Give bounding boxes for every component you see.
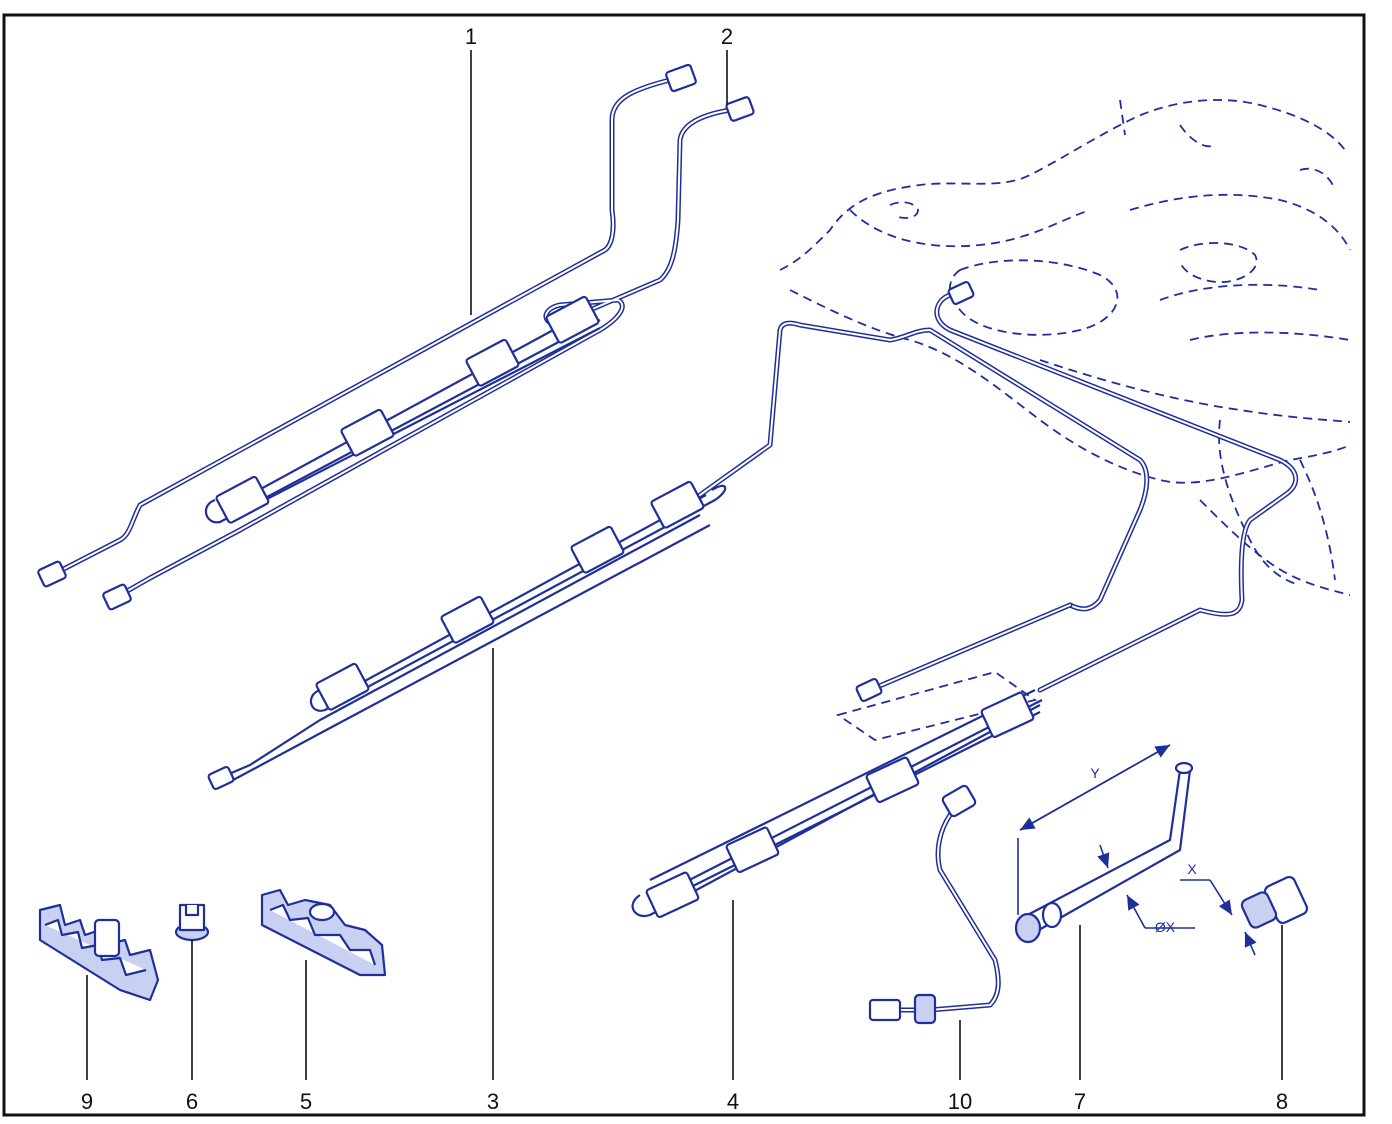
item-6-grommet: [174, 903, 210, 942]
fuel-tank-outline: [779, 99, 1351, 596]
item-9-clip: [38, 903, 160, 1002]
callout-6: 6: [186, 1089, 198, 1114]
item-2-pipe-set: [102, 96, 755, 611]
callout-3: 3: [487, 1089, 499, 1114]
diagram-frame: [2, 13, 1366, 1117]
item-7-tube: [1014, 744, 1195, 944]
item-4-pipe-set: [631, 280, 1299, 919]
callout-10: 10: [948, 1089, 972, 1114]
leader-lines: [86, 50, 1283, 1080]
callout-2: 2: [721, 24, 733, 49]
dimension-x-label: X: [1187, 861, 1197, 877]
callout-4: 4: [727, 1089, 739, 1114]
item-3-pipe-set: [207, 320, 1150, 791]
dimension-diameter-label: ØX: [1155, 919, 1176, 935]
dimension-y-label: Y: [1090, 765, 1100, 781]
item-5-clip: [260, 888, 387, 977]
item-8-fitting: [1180, 875, 1309, 956]
item-10-hose: [868, 784, 1001, 1025]
callout-9: 9: [81, 1089, 93, 1114]
callout-5: 5: [300, 1089, 312, 1114]
callout-1: 1: [465, 24, 477, 49]
callout-7: 7: [1074, 1089, 1086, 1114]
callout-8: 8: [1276, 1089, 1288, 1114]
item-1-pipe-set: [37, 63, 697, 588]
